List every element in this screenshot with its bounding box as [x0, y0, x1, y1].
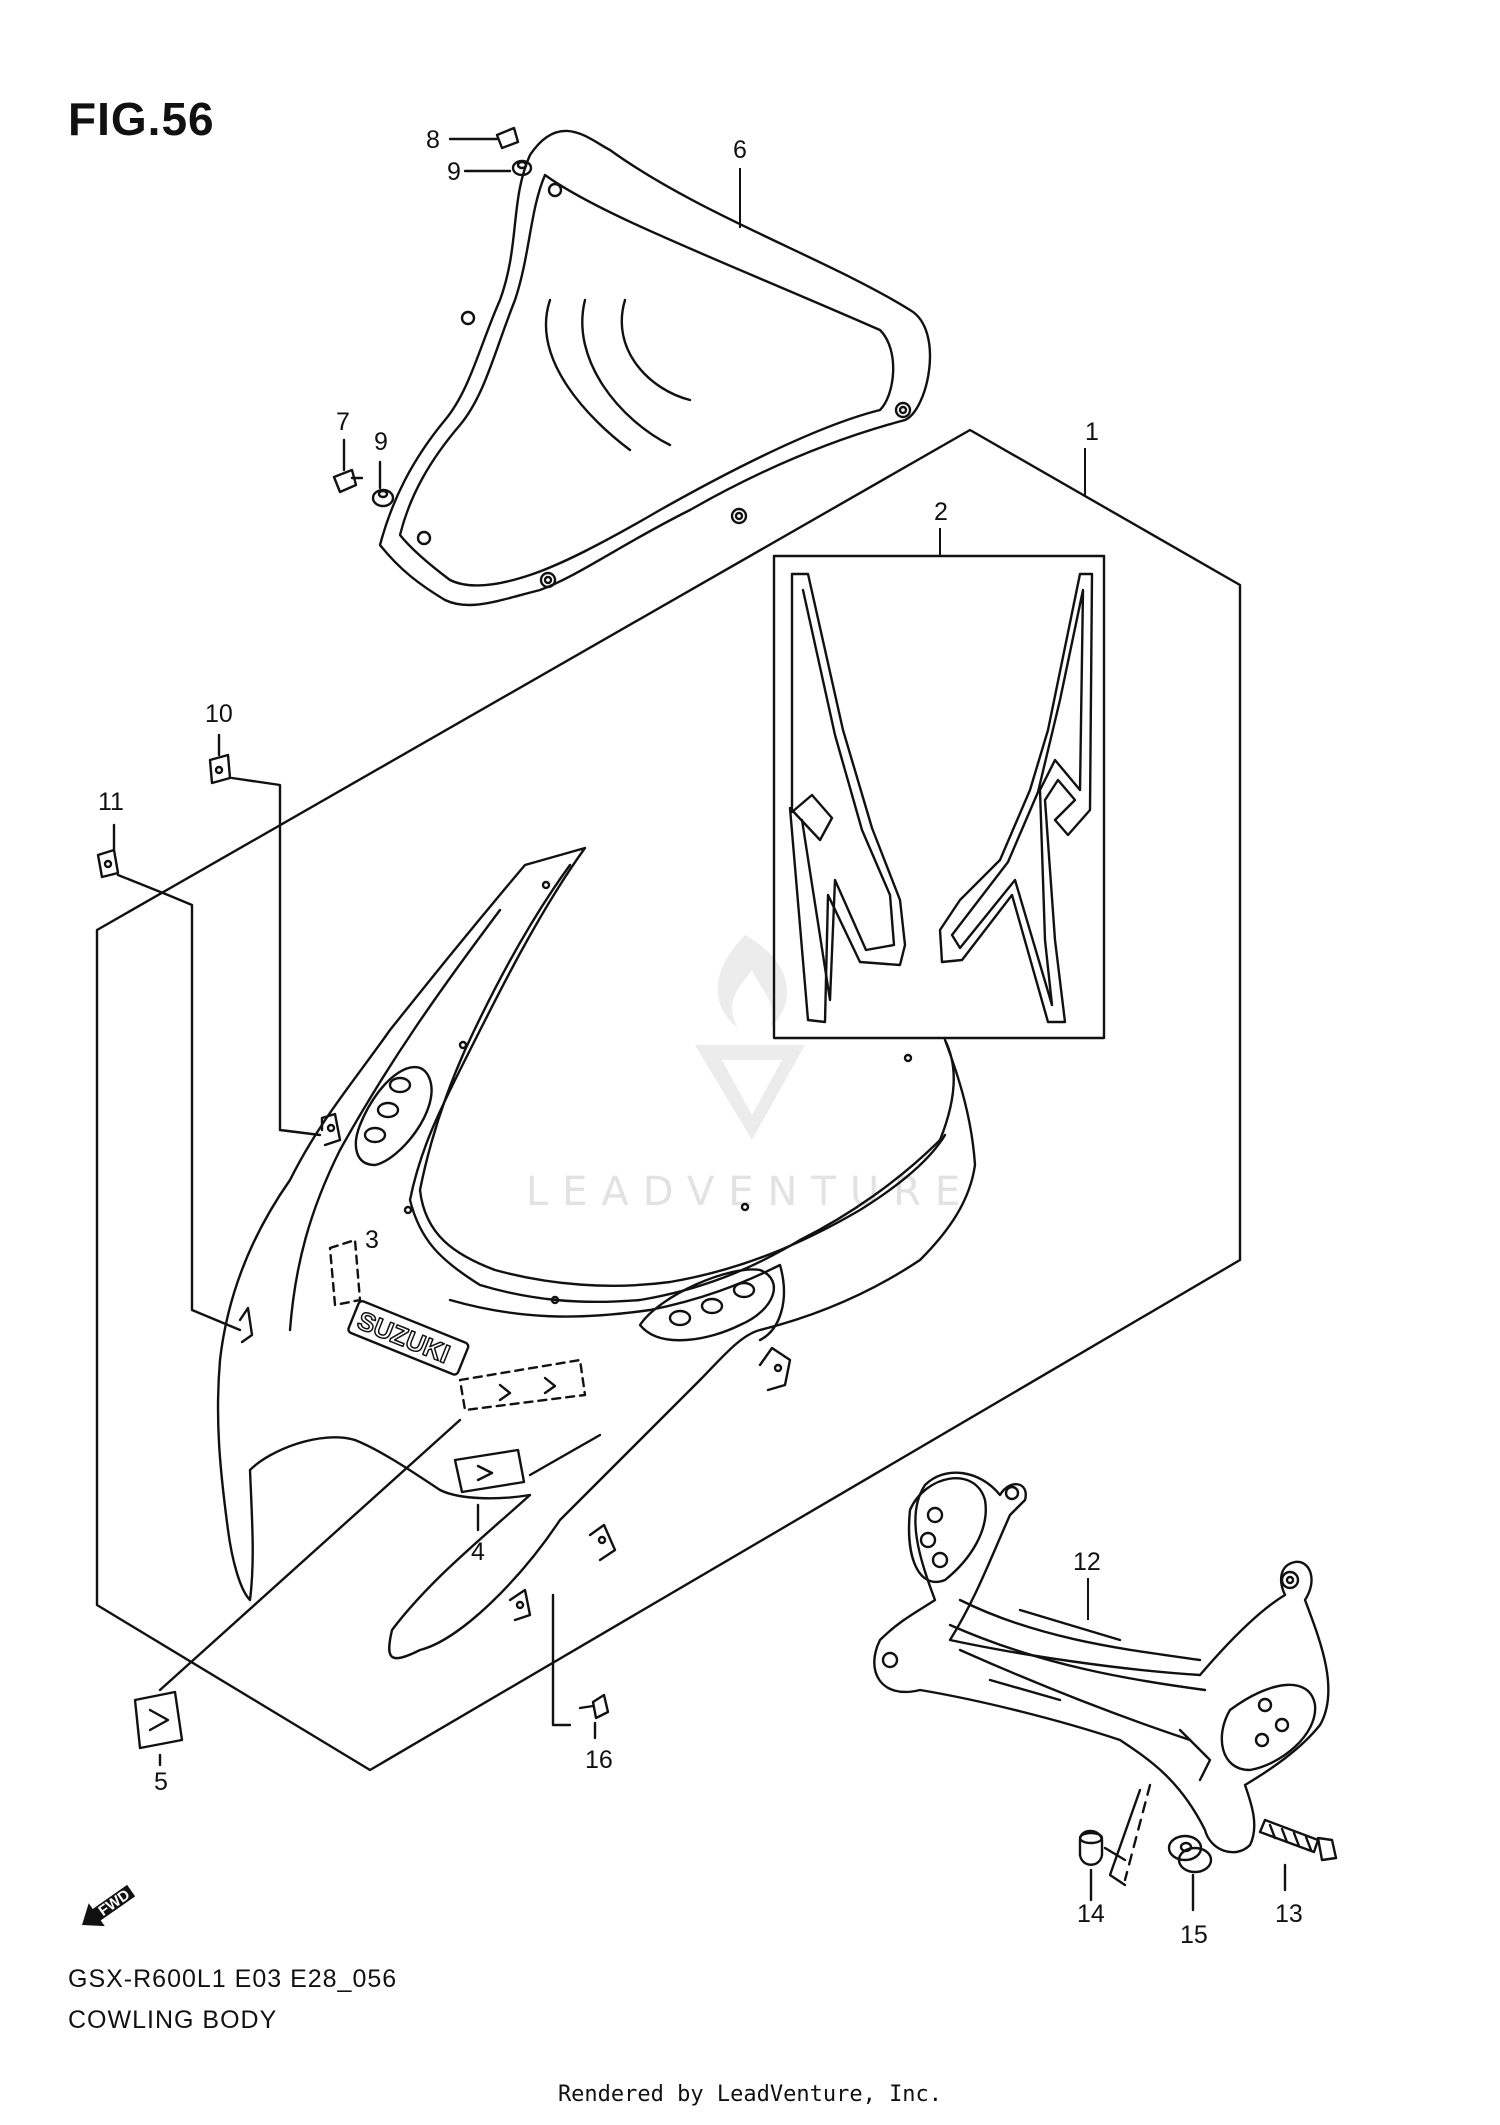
callout-8: 8 — [426, 126, 440, 154]
callout-15: 15 — [1180, 1921, 1208, 1949]
callout-9-top: 9 — [447, 158, 461, 186]
decal-left-inner — [800, 588, 896, 1002]
vent-left — [354, 1066, 433, 1167]
mount-tab-side — [238, 1306, 254, 1344]
callout-12: 12 — [1073, 1548, 1101, 1576]
fwd-arrow-icon: FWD — [82, 1884, 136, 1927]
callout-labels: 1 2 3 4 5 6 7 8 9 9 10 11 12 13 14 15 16 — [98, 126, 1303, 1949]
cowling-inner-edge — [418, 863, 947, 1287]
cowling-bracket — [873, 1471, 1330, 1887]
footer-credit: Rendered by LeadVenture, Inc. — [557, 2082, 943, 2107]
bracket-plate-upper — [907, 1477, 987, 1583]
callout-11: 11 — [98, 788, 124, 816]
bracket-leader-dashed — [1123, 1783, 1152, 1882]
cowling-assembly-outline — [95, 428, 1242, 1772]
cowling-outer-outline — [216, 846, 977, 1660]
mount-tab-bottom — [588, 1523, 617, 1562]
bracket-plate-lower — [1220, 1683, 1317, 1772]
decal-right-inner — [950, 588, 1085, 1007]
windscreen-line-1 — [544, 298, 632, 452]
cowling-body — [216, 846, 977, 1660]
pad-5 — [133, 1418, 462, 1767]
windscreen-inner-edge — [398, 173, 895, 587]
callout-5: 5 — [154, 1768, 168, 1796]
watermark-flame-icon — [717, 935, 788, 1028]
side-decal-pair — [788, 572, 1094, 1024]
decal-placement-center — [458, 1358, 587, 1412]
windscreen-outline — [378, 129, 932, 607]
windscreen — [378, 129, 932, 607]
callout-16: 16 — [585, 1746, 613, 1774]
windscreen-line-2 — [581, 298, 672, 447]
bracket-crossbar — [948, 1598, 1207, 1742]
bracket-outline — [873, 1471, 1330, 1854]
clip-nut-11 — [96, 823, 242, 1332]
callout-2: 2 — [934, 498, 948, 526]
callout-10: 10 — [205, 700, 233, 728]
leadventure-watermark: LEADVENTURE — [526, 935, 960, 1215]
figure-caption: COWLING BODY — [68, 2006, 278, 2034]
screw-7 — [332, 438, 364, 494]
cowling-lower-panel — [448, 1263, 786, 1342]
vent-right — [638, 1268, 776, 1342]
decal-right — [938, 572, 1094, 1024]
bolt-13 — [1258, 1818, 1338, 1892]
nut-14 — [1078, 1829, 1127, 1902]
callout-14: 14 — [1077, 1900, 1105, 1928]
callout-6: 6 — [733, 136, 747, 164]
callout-9-left: 9 — [374, 428, 388, 456]
callout-7: 7 — [336, 408, 350, 436]
clip-nut-10 — [208, 733, 322, 1137]
callout-1: 1 — [1085, 418, 1099, 446]
figure-title: FIG.56 — [68, 93, 215, 145]
screw-8 — [448, 126, 520, 150]
mount-tab-upper — [320, 1112, 342, 1147]
washer-9-left — [371, 460, 395, 508]
decal-placement-left — [328, 1238, 362, 1307]
pad-4 — [453, 1433, 602, 1532]
mount-tab-lower-right — [758, 1346, 792, 1392]
emblem-text: SUZUKI — [353, 1305, 454, 1369]
decal-left — [788, 572, 907, 1024]
washer-9-top — [463, 159, 533, 177]
screw-16 — [551, 1593, 610, 1740]
callout-4: 4 — [471, 1538, 485, 1566]
callout-3: 3 — [365, 1226, 379, 1254]
watermark-v-icon — [695, 1045, 805, 1140]
windscreen-line-3 — [620, 298, 692, 402]
model-code: GSX-R600L1 E03 E28_056 — [68, 1965, 398, 1993]
suzuki-emblem: SUZUKI — [347, 1300, 470, 1376]
cushion-15 — [1167, 1834, 1213, 1912]
mount-tab-tip — [508, 1588, 532, 1622]
cowling-crease — [288, 908, 502, 1332]
callout-13: 13 — [1275, 1900, 1303, 1928]
